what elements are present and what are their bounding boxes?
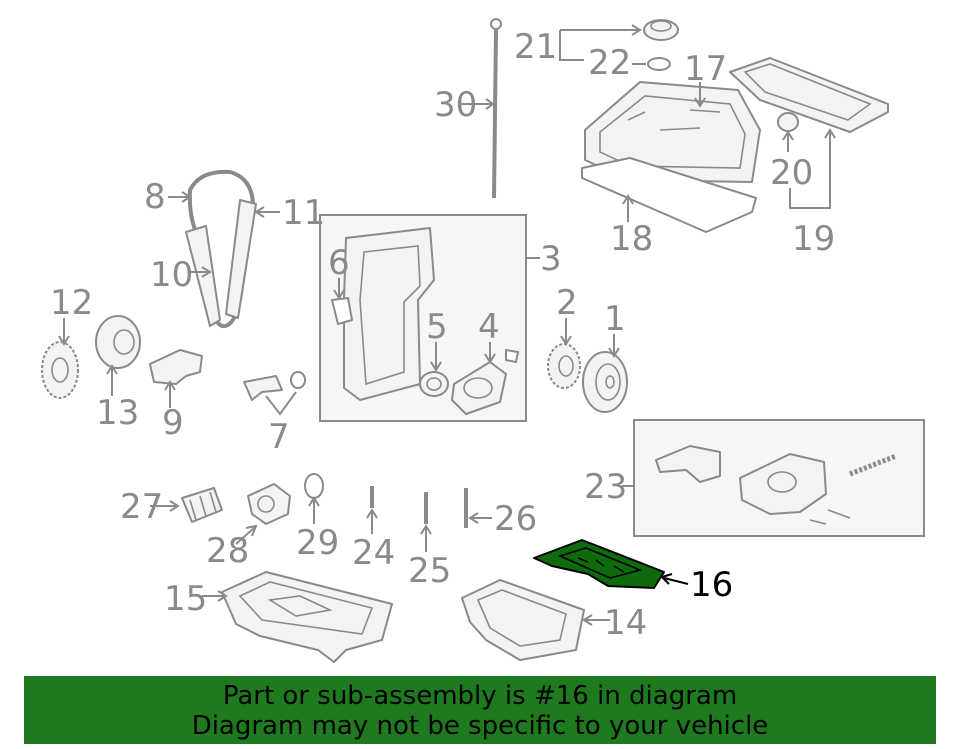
banner-line-1: Part or sub-assembly is #16 in diagram — [222, 681, 738, 711]
notice-banner: Part or sub-assembly is #16 in diagram D… — [24, 676, 936, 744]
callout-30: 30 — [434, 85, 477, 125]
part-18-gasket — [581, 157, 757, 233]
callout-15: 15 — [164, 579, 207, 619]
part-10-chain-guide — [185, 225, 221, 327]
part-30-dipstick — [460, 18, 502, 199]
callout-29: 29 — [296, 523, 339, 563]
callout-17: 17 — [684, 49, 727, 89]
callout-7: 7 — [268, 417, 290, 457]
callout-21: 21 — [514, 27, 557, 67]
part-26-bolt — [464, 488, 492, 528]
callout-2: 2 — [556, 283, 578, 323]
part-28-filter-base — [235, 483, 291, 545]
part-2-crank-sprocket — [547, 318, 581, 389]
callout-8: 8 — [144, 177, 166, 217]
part-27-oil-filter — [150, 487, 223, 523]
part-22-seal — [632, 57, 671, 71]
part-20-grommet — [777, 112, 799, 152]
part-15-upper-oil-pan — [202, 571, 393, 663]
callout-10: 10 — [150, 255, 193, 295]
part-25-stud — [420, 492, 432, 552]
callout-19: 19 — [792, 219, 835, 259]
part-11-tensioner-arm — [225, 199, 280, 319]
callout-5: 5 — [426, 307, 448, 347]
banner-line-2: Diagram may not be specific to your vehi… — [191, 711, 769, 741]
callout-27: 27 — [120, 487, 163, 527]
part-13-vtc-actuator — [95, 315, 141, 396]
callout-23: 23 — [584, 467, 627, 507]
callout-26: 26 — [494, 499, 537, 539]
callout-1: 1 — [604, 299, 626, 339]
part-14-lower-oil-pan — [461, 579, 610, 661]
callout-22: 22 — [588, 43, 631, 83]
callout-9: 9 — [162, 403, 184, 443]
part-29-o-ring — [304, 473, 324, 524]
callout-6: 6 — [328, 243, 350, 283]
part-21-oil-filler-cap — [559, 19, 679, 61]
callout-25: 25 — [408, 551, 451, 591]
callout-14: 14 — [604, 603, 647, 643]
callout-20: 20 — [770, 153, 813, 193]
part-19-engine-cover — [729, 57, 889, 209]
callout-13: 13 — [96, 393, 139, 433]
callout-24: 24 — [352, 533, 395, 573]
part-17-head-cover — [584, 81, 761, 183]
callout-4: 4 — [478, 307, 500, 347]
part-1-crank-pulley — [582, 334, 628, 413]
part-12-sprocket — [41, 318, 79, 399]
callout-3: 3 — [540, 239, 562, 279]
callout-18: 18 — [610, 219, 653, 259]
part-7-pipe — [243, 371, 306, 416]
callout-16: 16 — [690, 565, 733, 605]
callout-11: 11 — [282, 193, 325, 233]
part-23-oil-pump-box — [622, 419, 925, 537]
part-24-bolt — [366, 486, 378, 534]
callout-28: 28 — [206, 531, 249, 571]
part-16-baffle-plate — [533, 539, 689, 589]
part-3-chain-case-box — [319, 214, 540, 422]
callout-12: 12 — [50, 283, 93, 323]
part-9-control-valve — [149, 349, 203, 408]
